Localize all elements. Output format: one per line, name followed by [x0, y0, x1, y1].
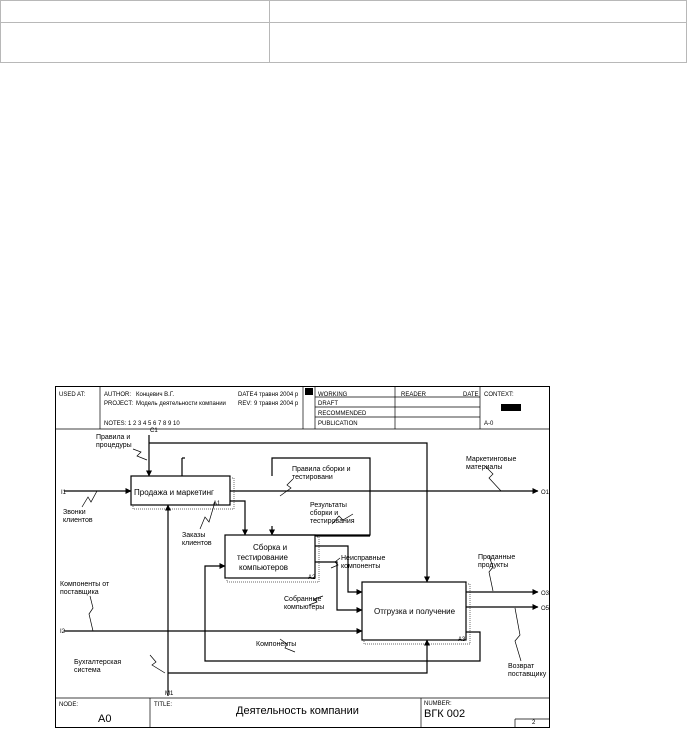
assembly-rules-label-2: тестировани	[292, 474, 333, 481]
box-a2	[224, 534, 320, 583]
date-label: DATE	[238, 392, 254, 398]
test-results-label-3: тестирования	[310, 518, 355, 525]
table-cell	[0, 0, 270, 24]
author-value: Концевич В.Г.	[136, 392, 175, 398]
arrow-i2-label-1: Компоненты от	[60, 581, 110, 588]
faulty-components-label-1: Неисправные	[341, 555, 386, 562]
footer-grid	[55, 697, 550, 728]
customer-orders-label-1: Заказы	[182, 532, 206, 539]
arrow-o1-label-2: материалы	[466, 464, 503, 471]
reader-label: READER	[401, 392, 427, 398]
assembled-computers-label-1: Собранные	[284, 596, 322, 603]
idef0-diagram-graphics	[55, 386, 550, 728]
arrow-c1-label-1: Правила и	[96, 434, 131, 441]
arrow-m1-label-2: система	[74, 667, 101, 674]
arrow-assembly-rules	[271, 457, 371, 536]
number-label: NUMBER:	[424, 701, 452, 707]
status-draft: DRAFT	[318, 401, 338, 407]
box-a2-line1: Сборка и	[253, 543, 288, 552]
rev-value: 9 травня 2004 р	[254, 401, 299, 407]
arrow-o3-code: O3	[541, 591, 550, 597]
table-cell	[269, 0, 687, 24]
arrow-assembled-computers	[315, 561, 363, 613]
used-at-label: USED AT:	[59, 392, 86, 398]
test-results-label-1: Результаты	[310, 502, 347, 509]
arrow-customer-orders	[230, 500, 248, 536]
node-value: A0	[98, 713, 112, 725]
status-recommended: RECOMMENDED	[318, 411, 367, 417]
context-box-marker	[501, 404, 521, 411]
arrow-o1-label-1: Маркетинговые	[466, 456, 517, 463]
assembly-rules-label-1: Правила сборки и	[292, 466, 351, 473]
diagram-title: Деятельность компании	[236, 705, 359, 717]
working-status-marker	[305, 388, 313, 395]
arrow-m1-label-1: Бухгалтерская	[74, 659, 122, 666]
header-grid	[55, 386, 550, 430]
label-squiggles	[81, 448, 522, 674]
number-value: ВГК 002	[424, 708, 466, 720]
arrow-i1-label-1: Звонки	[63, 509, 86, 516]
arrow-o5-code: O5	[541, 606, 550, 612]
arrow-i1-label-2: клиентов	[63, 517, 93, 524]
reader-date-label: DATE	[463, 392, 479, 398]
page-number: 2	[532, 720, 536, 726]
box-a3	[361, 581, 471, 645]
arrow-m1-code: M1	[165, 691, 174, 697]
notes-label: NOTES: 1 2 3 4 5 6 7 8 9 10	[104, 421, 180, 427]
box-a2-line2: тестирование	[237, 553, 288, 562]
arrow-c1-label-2: процедуры	[96, 442, 132, 449]
components-label: Компоненты	[256, 641, 297, 648]
table-cell	[0, 22, 270, 63]
project-label: PROJECT:	[104, 401, 134, 407]
idef0-diagram-frame: USED AT: AUTHOR: Концевич В.Г. PROJECT: …	[55, 386, 550, 728]
sold-products-label-2: продукты	[478, 562, 509, 569]
return-label-2: поставщику	[508, 671, 547, 678]
top-table	[0, 0, 687, 63]
status-working: WORKING	[318, 392, 348, 398]
rev-label: REV:	[238, 401, 252, 407]
arrow-i2-label-2: поставщика	[60, 589, 99, 596]
node-label: NODE:	[59, 702, 79, 708]
box-a1-label: Продажа и маркетинг	[134, 488, 214, 497]
title-label: TITLE:	[154, 702, 173, 708]
box-a1	[130, 475, 235, 510]
status-publication: PUBLICATION	[318, 421, 358, 427]
box-a1-id: A1	[213, 501, 221, 507]
table-cell	[269, 22, 687, 63]
arrow-i2-code: I2	[60, 629, 66, 635]
customer-orders-label-2: клиентов	[182, 540, 212, 547]
arrow-c1-to-a3	[149, 442, 430, 583]
sold-products-label-1: Проданные	[478, 554, 516, 561]
author-label: AUTHOR:	[104, 392, 131, 398]
context-label: CONTEXT:	[484, 392, 514, 398]
test-results-label-2: сборки и	[310, 510, 339, 517]
box-a2-line3: компьютеров	[239, 563, 289, 572]
arrow-o1-code: O1	[541, 490, 550, 496]
return-label-1: Возврат	[508, 663, 535, 670]
date-value: 4 травня 2004 р	[254, 392, 299, 398]
arrow-components-loop	[204, 563, 481, 662]
faulty-components-label-2: компоненты	[341, 563, 381, 570]
arrow-faulty-components	[315, 545, 363, 595]
project-value: Модель деятельности компании	[136, 401, 226, 407]
context-node: A-0	[484, 421, 494, 427]
arrow-i1-code: I1	[61, 490, 67, 496]
arrow-m1-to-a3	[168, 639, 430, 674]
box-a3-label: Отгрузка и получение	[374, 607, 456, 616]
arrow-c1-code: C1	[150, 428, 158, 434]
assembled-computers-label-2: компьютеры	[284, 604, 325, 611]
